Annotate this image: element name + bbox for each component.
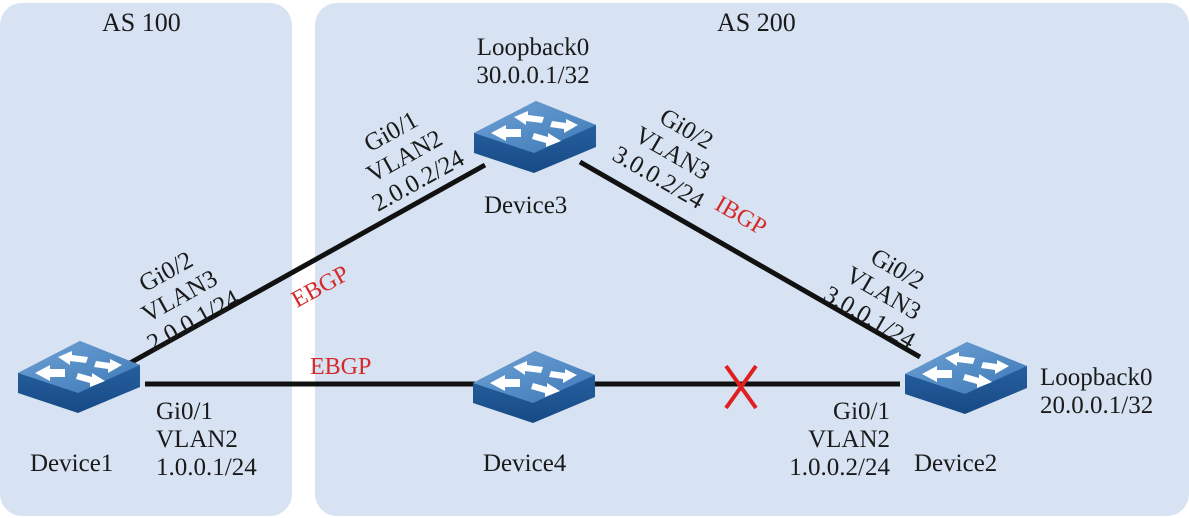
as100-label: AS 100 — [102, 8, 181, 37]
device2-gi01-vlan: VLAN2 — [808, 426, 890, 453]
device3-switch-icon[interactable] — [466, 95, 601, 175]
device2-gi01-port: Gi0/1 — [833, 398, 890, 425]
device3-loopback-name: Loopback0 — [476, 34, 590, 61]
as100-region — [0, 3, 292, 516]
device2-loopback-ip: 20.0.0.1/32 — [1040, 392, 1154, 419]
device3-name: Device3 — [484, 192, 568, 219]
link-device1-device3 — [128, 162, 487, 366]
device1-gi01-port: Gi0/1 — [156, 398, 213, 425]
device2-gi01-ip: 1.0.0.2/24 — [789, 454, 890, 481]
link-down-x-mark-icon — [724, 364, 758, 410]
device3-loopback-ip: 30.0.0.1/32 — [476, 62, 590, 89]
device2-loopback: Loopback0 20.0.0.1/32 — [1040, 364, 1153, 420]
device1-gi01-label: Gi0/1 VLAN2 1.0.0.1/24 — [156, 398, 257, 482]
device2-gi01-label: Gi0/1 VLAN2 1.0.0.2/24 — [740, 398, 890, 482]
device2-switch-icon[interactable] — [897, 336, 1032, 416]
device4-switch-icon[interactable] — [465, 345, 600, 425]
device3-loopback: Loopback0 30.0.0.1/32 — [458, 34, 608, 90]
device1-switch-icon[interactable] — [10, 335, 145, 415]
device2-name: Device2 — [914, 450, 998, 477]
device4-name: Device4 — [483, 450, 567, 477]
link-protocol-ebgp-d1-d4: EBGP — [310, 354, 372, 380]
device2-loopback-name: Loopback0 — [1040, 364, 1153, 391]
as200-label: AS 200 — [717, 8, 796, 37]
device1-gi01-vlan: VLAN2 — [156, 426, 238, 453]
device1-name: Device1 — [30, 450, 114, 477]
device1-gi01-ip: 1.0.0.1/24 — [156, 454, 257, 481]
link-device3-device2 — [578, 159, 922, 360]
